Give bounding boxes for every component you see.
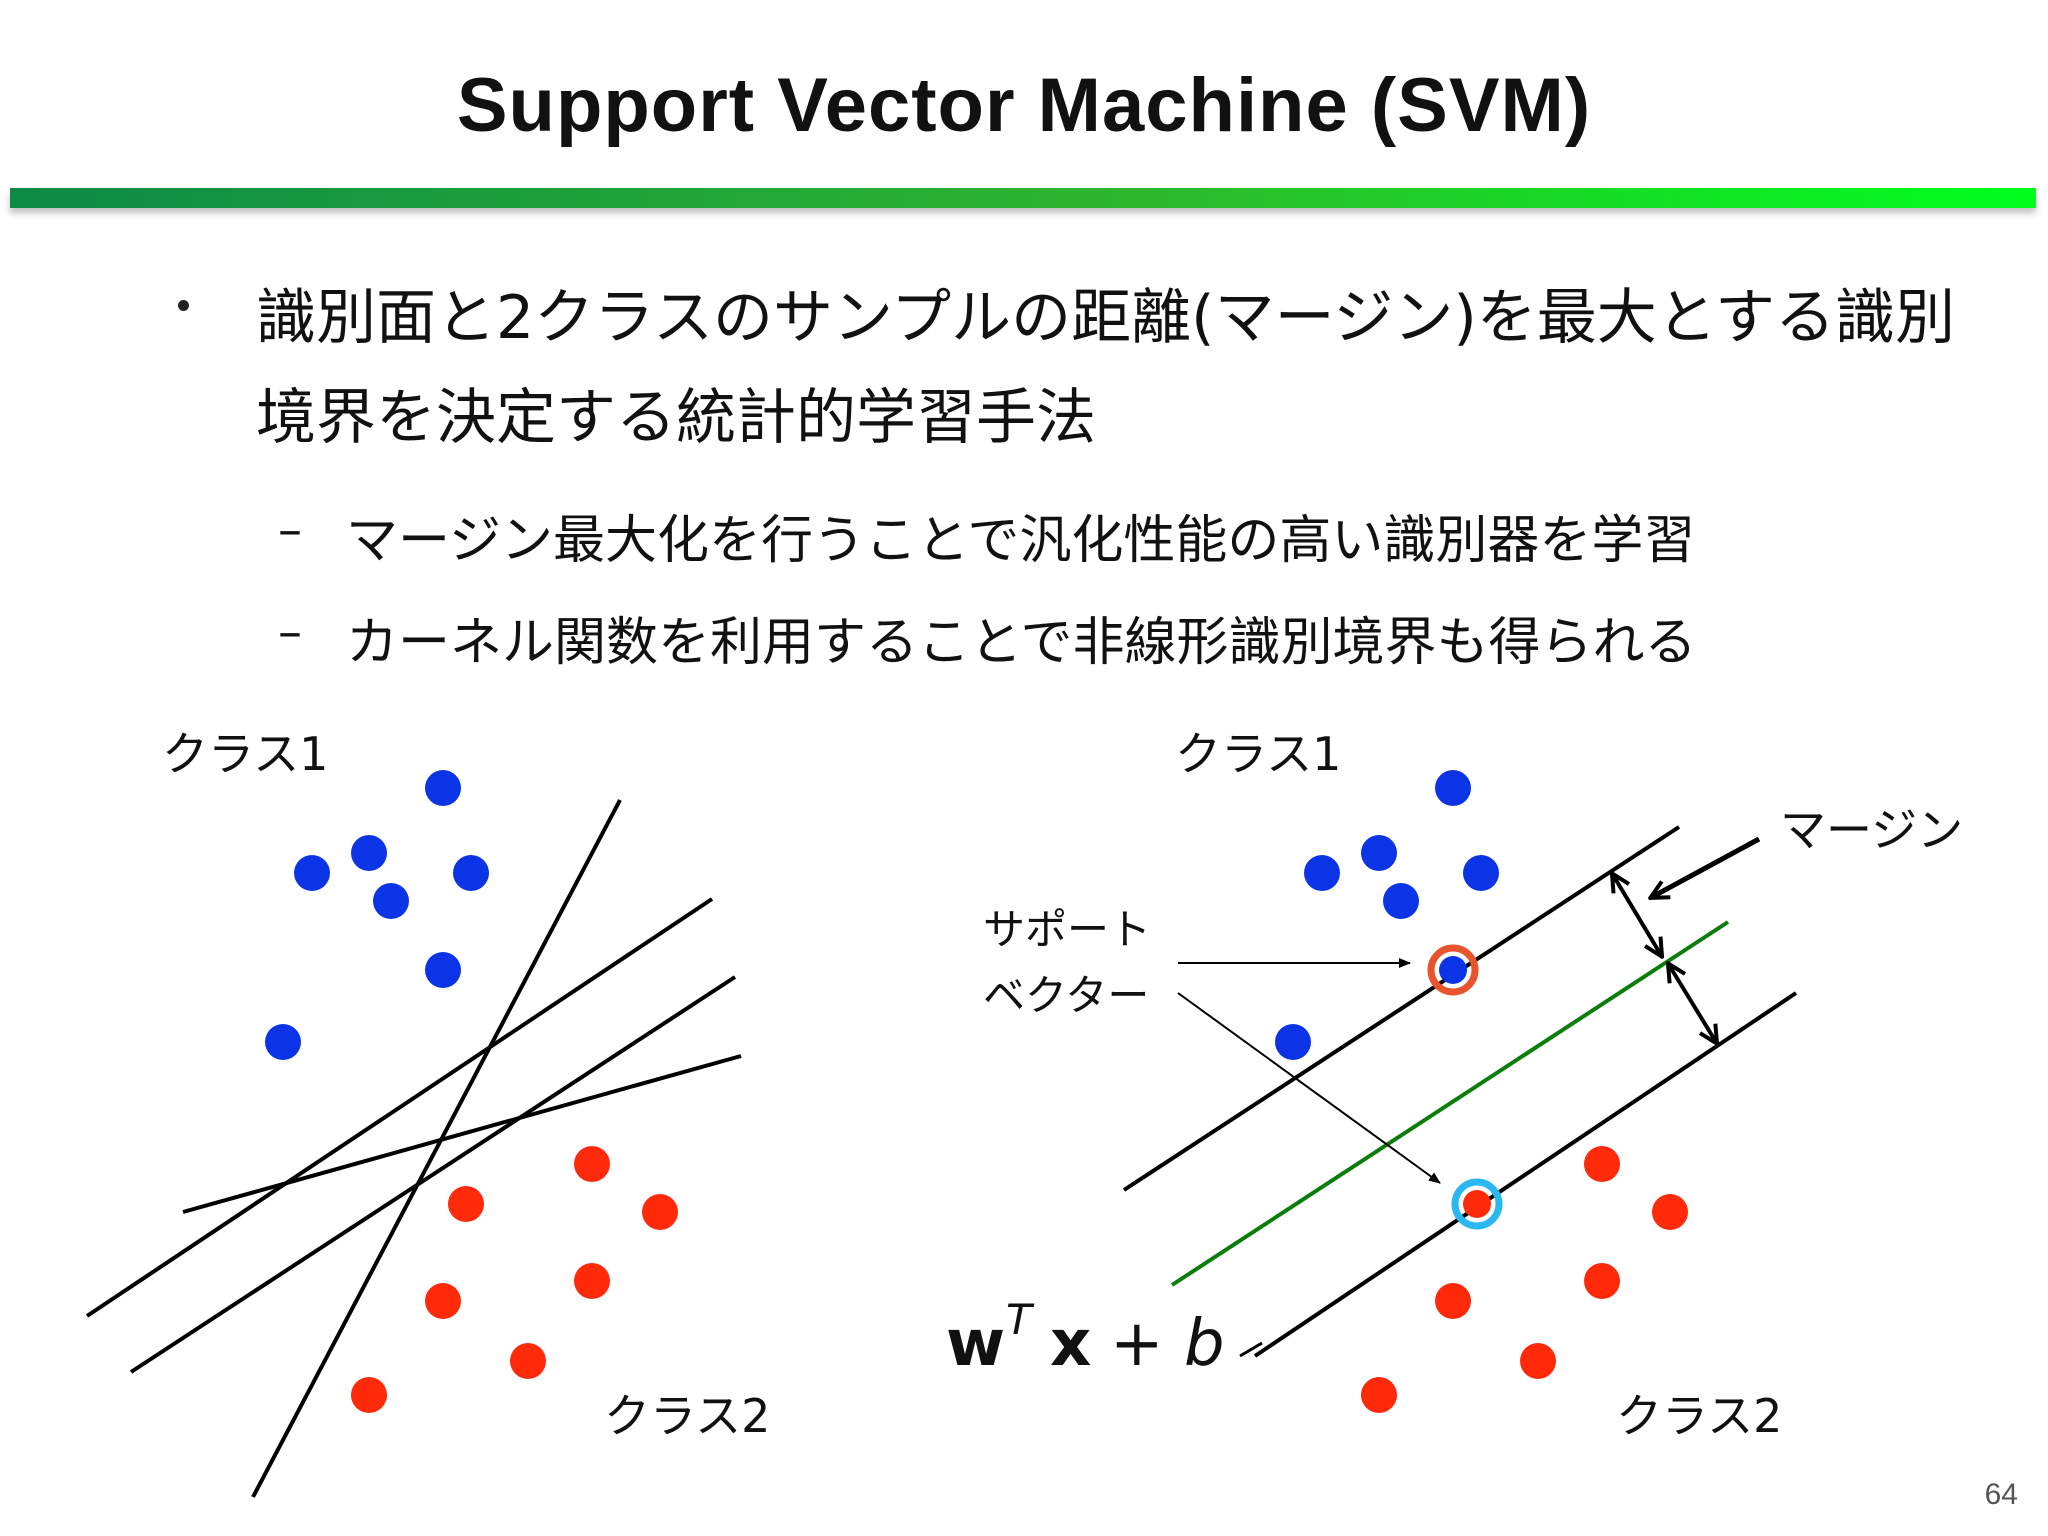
left-boundary-line-1 [251,799,622,1498]
left-class2-label: クラス2 [604,1389,770,1443]
margin-boundary-lower [1253,991,1798,1358]
title-underline [10,188,2036,208]
support-vector-label-line1: サポート [983,905,1151,954]
class2-point [351,1377,387,1413]
subbullet-1: マージン最大化を行うことで汎化性能の高い識別器を学習 [346,511,1696,571]
class1-point [1463,855,1499,891]
equation-x: x [1050,1307,1091,1381]
class2-point [1584,1263,1620,1299]
margin-arrow-upper [1613,875,1661,955]
right-class2-label: クラス2 [1616,1389,1782,1443]
left-boundary-line-4 [182,1054,742,1214]
class2-point [1584,1146,1620,1182]
right-class1-points [1275,770,1499,1060]
left-class1-label: クラス1 [162,727,328,781]
right-class2-points [1361,1146,1688,1413]
support-vector-label-line2: ベクター [983,971,1149,1020]
right-figure: クラス1 クラス2 マージン サポート ベクター [946,727,1963,1443]
separating-hyperplane [1170,920,1730,1287]
class1-point [1383,883,1419,919]
hyperplane-equation: w T x + b [946,1295,1225,1381]
bullet-marker [178,300,189,311]
subbullet-2: カーネル関数を利用することで非線形識別境界も得られる [346,613,1697,673]
margin-boundary-upper [1122,825,1681,1192]
margin-pointer-arrow [1652,836,1761,897]
class1-point [373,883,409,919]
main-bullet: 識別面と2クラスのサンプルの距離(マージン)を最大とする識別境界を決定する統計的… [256,283,1955,453]
class1-point [1435,770,1471,806]
margin-arrow-lower [1669,965,1716,1042]
class1-point [351,835,387,871]
class1-point [1275,1024,1311,1060]
page-number: 64 [1984,1478,2018,1511]
class1-point [1361,835,1397,871]
support-vector-ring-class1 [1427,944,1479,996]
support-vector-class2 [1463,1190,1491,1218]
class2-point [448,1186,484,1222]
class1-point [265,1024,301,1060]
class1-point [294,855,330,891]
class1-point [1304,855,1340,891]
subbullet-dash-2: – [278,604,302,660]
slide-title: Support Vector Machine (SVM) [456,63,1592,148]
class2-point [1361,1377,1397,1413]
equation-leader [1239,1341,1263,1358]
equation-plus-b: + b [1110,1307,1225,1381]
class2-point [1652,1194,1688,1230]
left-figure: クラス1 クラス2 [85,727,770,1498]
class1-point [425,952,461,988]
support-vector-class1 [1439,956,1467,984]
class2-point [510,1343,546,1379]
class1-point [453,855,489,891]
left-boundary-line-2 [85,897,714,1318]
class2-point [1520,1343,1556,1379]
support-vector-arrow-2 [1177,992,1441,1184]
left-class1-points [265,770,489,1060]
left-boundary-line-3 [129,975,737,1374]
class1-point [425,770,461,806]
class2-point [642,1194,678,1230]
class2-point [574,1146,610,1182]
margin-label: マージン [1780,803,1963,857]
subbullet-dash-1: – [278,502,302,558]
left-class2-points [351,1146,678,1413]
equation-T: T [1006,1295,1035,1344]
class2-point [425,1283,461,1319]
equation-w: w [946,1307,1005,1381]
class2-point [1435,1283,1471,1319]
right-class1-label: クラス1 [1175,727,1341,781]
class2-point [574,1263,610,1299]
support-vector-ring-class2 [1451,1178,1503,1230]
